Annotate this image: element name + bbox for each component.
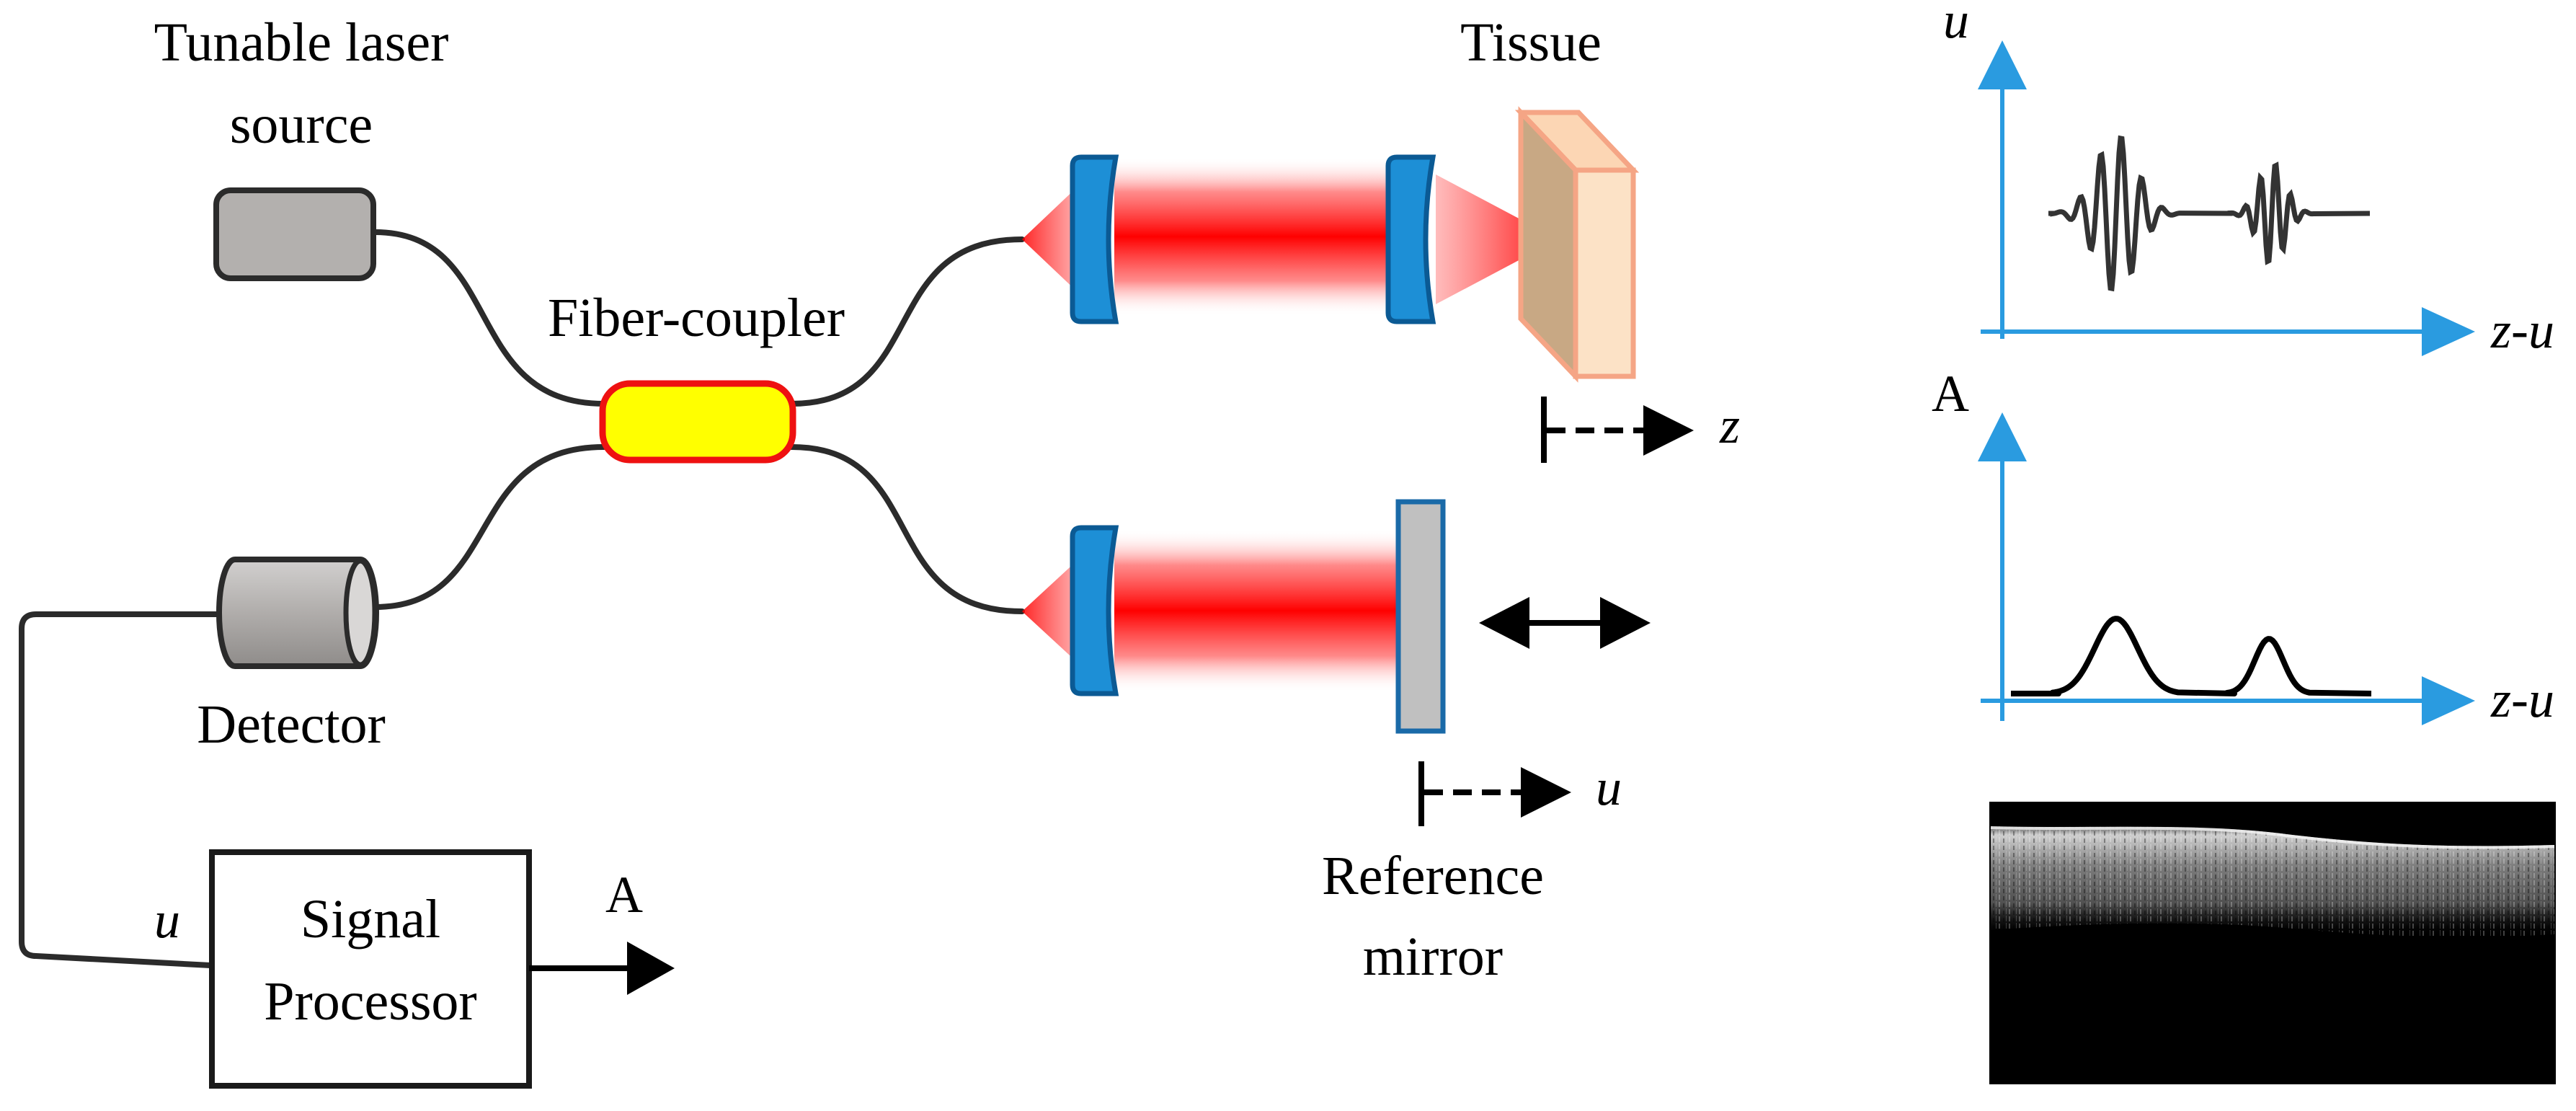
interferogram-y-arrow: [1978, 40, 2027, 89]
coupler-icon: [599, 380, 796, 464]
oct-image: [1989, 802, 2556, 1084]
fiber-reference-arm: [789, 444, 1025, 614]
envelope-y-arrow: [1978, 412, 2027, 461]
lens-icon: [1385, 154, 1436, 324]
interferogram-xlabel: z-u: [2490, 301, 2554, 359]
tissue-label: Tissue: [1460, 12, 1602, 73]
sample-arm-beam: [1022, 157, 1558, 316]
cable-detector-processor: [19, 611, 219, 968]
envelope-x-arrow: [2422, 676, 2475, 725]
signal-processor-box: [209, 849, 532, 1089]
lens-icon: [1070, 525, 1119, 696]
processor-output-arrow: [529, 942, 675, 995]
processor-output-label: A: [605, 866, 643, 924]
envelope-trace: [2011, 616, 2372, 696]
coupler-label: Fiber-coupler: [548, 288, 845, 348]
interferogram-x-arrow: [2422, 307, 2475, 356]
mirror-icon: [1395, 499, 1446, 734]
lens-icon: [1070, 154, 1119, 324]
u-axis-label: u: [1596, 758, 1622, 816]
detector-icon: [216, 557, 379, 669]
fiber-laser: [372, 229, 607, 407]
reference-label-line2: mirror: [1363, 926, 1503, 987]
processor-label-line1: Signal: [301, 889, 440, 950]
processor-label-line2: Processor: [264, 971, 477, 1032]
interferogram-plot: u z-u: [1943, 0, 2554, 359]
envelope-ylabel: A: [1932, 365, 1969, 422]
reference-label-line1: Reference: [1322, 846, 1544, 906]
fiber-sample-arm: [789, 236, 1025, 407]
z-scan-arrow: [1541, 397, 1694, 463]
reference-arm-beam: [1022, 529, 1400, 692]
envelope-plot: A z-u: [1932, 365, 2554, 728]
fiber-detector: [372, 444, 607, 610]
detector-label: Detector: [197, 694, 386, 755]
u-scan-arrow: [1418, 761, 1571, 826]
envelope-xlabel: z-u: [2490, 670, 2554, 728]
laser-source-icon: [213, 187, 376, 281]
laser-label-line2: source: [230, 94, 373, 155]
interferogram-trace: [2048, 135, 2371, 292]
processor-input-label: u: [154, 891, 180, 949]
z-axis-label: z: [1719, 397, 1740, 454]
interferogram-ylabel: u: [1943, 0, 1969, 49]
double-arrow-icon: [1479, 597, 1651, 649]
laser-label-line1: Tunable laser: [154, 12, 449, 73]
fibers: [19, 229, 1025, 968]
tissue-icon: [1514, 106, 1640, 383]
